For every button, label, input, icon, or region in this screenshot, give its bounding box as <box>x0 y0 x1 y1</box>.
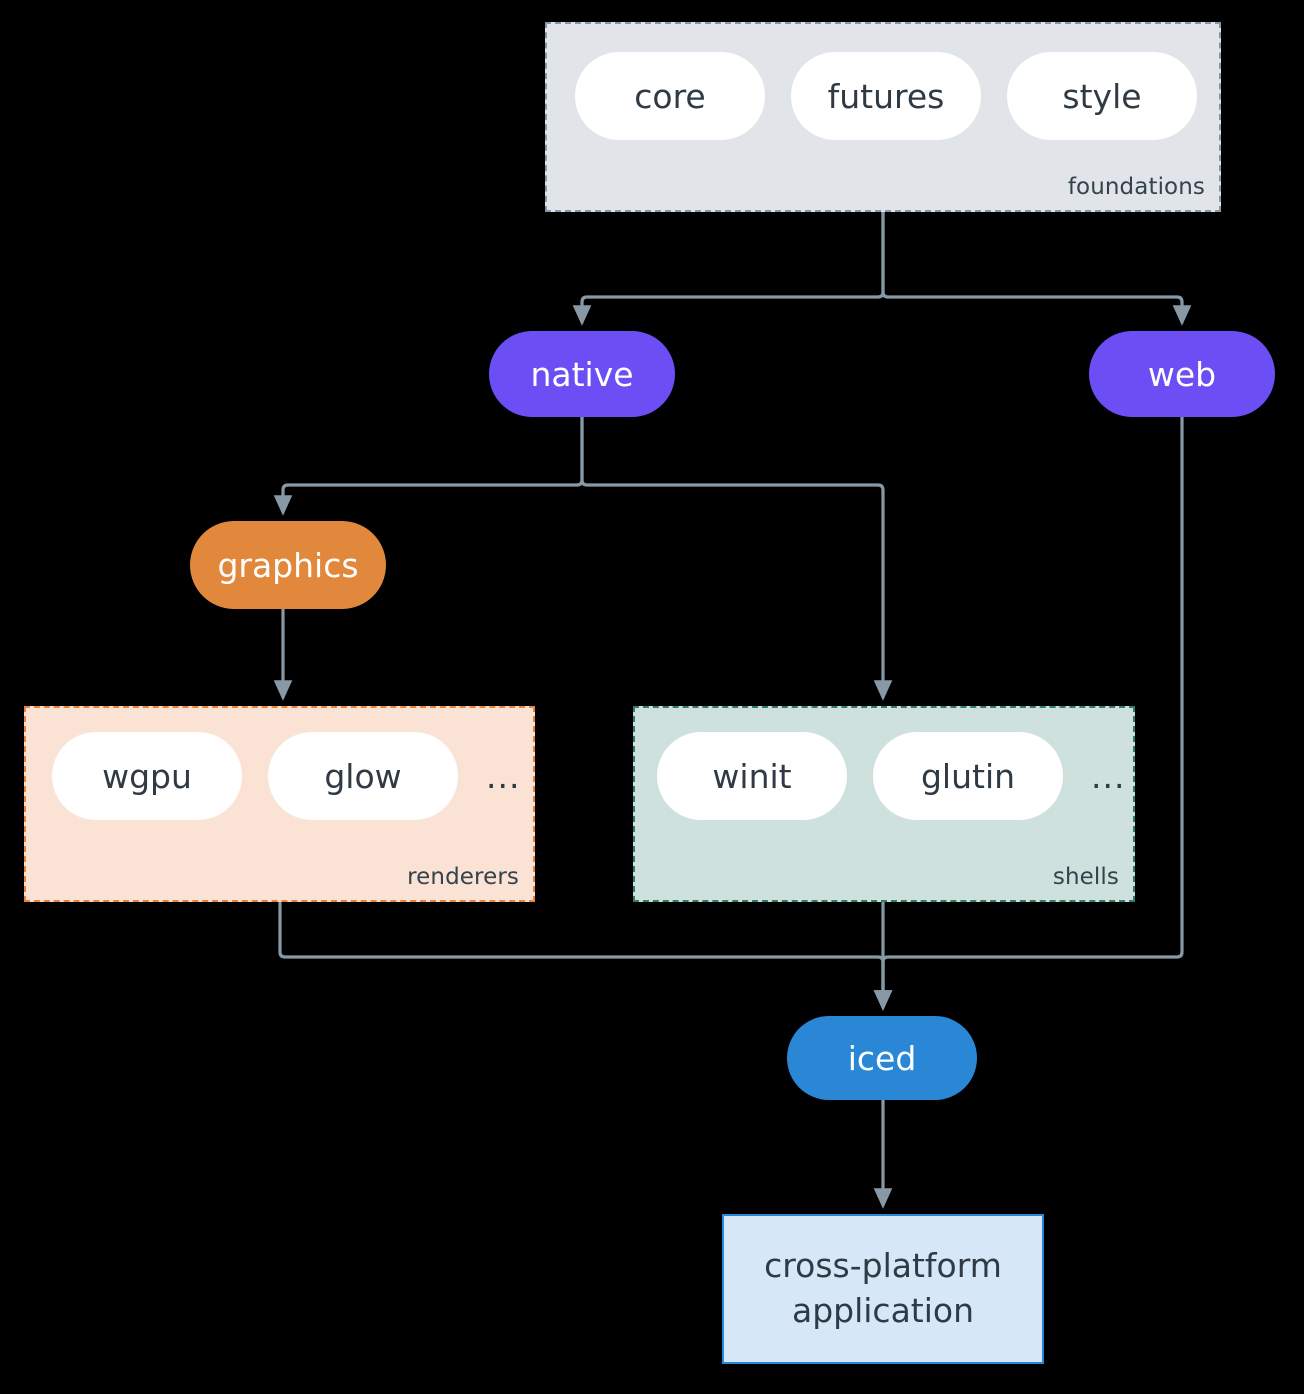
leaf-winit[interactable]: winit <box>657 732 847 820</box>
foundations-items: core futures style <box>575 52 1197 140</box>
leaf-glutin[interactable]: glutin <box>873 732 1063 820</box>
application-label-line2: application <box>791 1291 975 1330</box>
group-shells[interactable]: winit glutin ... shells <box>633 706 1135 902</box>
shells-items: winit glutin ... <box>657 732 1125 820</box>
node-web[interactable]: web <box>1089 331 1275 417</box>
application-label-line1: cross-platform <box>764 1246 1002 1286</box>
group-foundations[interactable]: core futures style foundations <box>545 22 1221 212</box>
group-label-shells: shells <box>1052 864 1119 890</box>
leaf-core[interactable]: core <box>575 52 765 140</box>
edge-web-iced <box>873 415 1184 1011</box>
group-renderers[interactable]: wgpu glow ... renderers <box>24 706 535 902</box>
shells-ellipsis: ... <box>1091 756 1126 796</box>
renderers-items: wgpu glow ... <box>52 732 520 820</box>
node-graphics[interactable]: graphics <box>190 521 386 609</box>
group-label-renderers: renderers <box>407 864 519 890</box>
leaf-glow[interactable]: glow <box>268 732 458 820</box>
edge-foundations-web <box>881 210 1192 326</box>
node-application[interactable]: cross-platform application <box>722 1214 1044 1364</box>
leaf-futures[interactable]: futures <box>791 52 981 140</box>
node-iced[interactable]: iced <box>787 1016 977 1100</box>
renderers-ellipsis: ... <box>486 756 521 796</box>
node-native[interactable]: native <box>489 331 675 417</box>
leaf-style[interactable]: style <box>1007 52 1197 140</box>
group-label-foundations: foundations <box>1067 174 1205 200</box>
edge-native-shells <box>580 415 893 701</box>
leaf-wgpu[interactable]: wgpu <box>52 732 242 820</box>
